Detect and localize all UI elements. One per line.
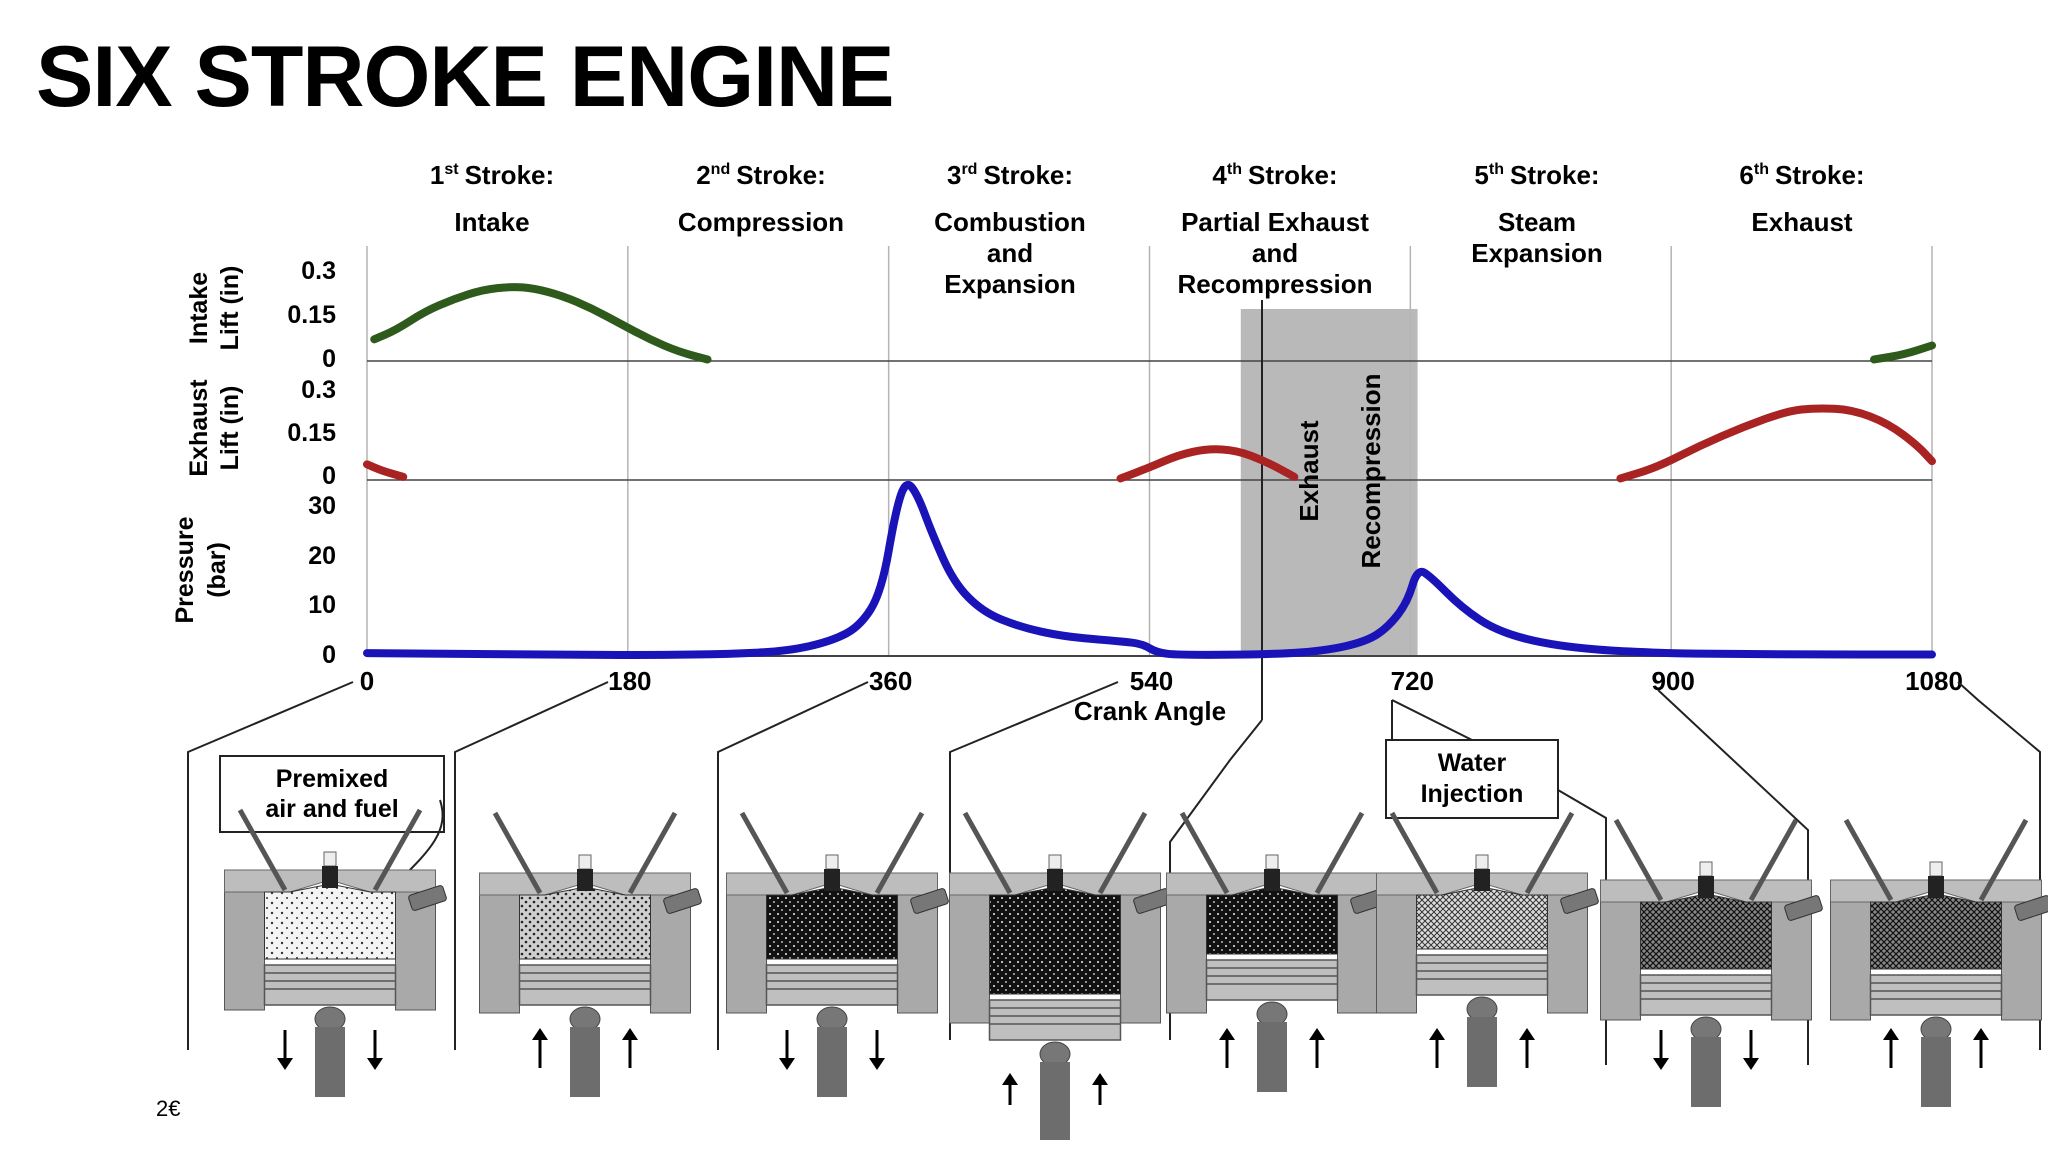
engine-cylinder-1: [224, 808, 447, 1097]
engine-cylinder-6: [1376, 811, 1599, 1087]
stroke-header-line: Partial Exhaust: [1181, 207, 1369, 237]
pressure-ytick-label: 0: [322, 641, 336, 669]
intake-curve-segment: [370, 283, 712, 364]
exhaust-curve-segment: [1116, 445, 1299, 483]
water-injection-callout: Water Injection: [1385, 739, 1559, 819]
engine-cylinder-2: [479, 811, 702, 1097]
stroke-header-line: and: [1252, 238, 1298, 268]
x-tick-label: 0: [360, 666, 374, 696]
engine-illustrations: [224, 808, 2048, 1140]
pressure-ytick-label: 30: [308, 492, 336, 520]
intake-axis-label: Lift (in): [216, 266, 244, 351]
x-axis-label: Crank Angle: [1074, 696, 1226, 726]
stroke-header-line: Intake: [454, 207, 529, 237]
pressure-ytick-label: 10: [308, 591, 336, 619]
exhaust-curve-segment: [1616, 404, 1936, 483]
x-tick-label: 180: [608, 666, 651, 696]
premixed-callout: Premixed air and fuel: [219, 755, 445, 881]
leader-line: [717, 681, 869, 1050]
engine-cylinder-5: [1166, 811, 1389, 1092]
exhaust-axis-label: Lift (in): [216, 386, 244, 471]
x-tick-label: 1080: [1905, 666, 1963, 696]
pressure-ytick-label: 20: [308, 542, 336, 570]
stroke-header-line: Expansion: [1471, 238, 1602, 268]
x-tick-label: 540: [1130, 666, 1173, 696]
leader-line: [1391, 699, 1473, 741]
x-tick-label: 900: [1651, 666, 1694, 696]
leader-line: [187, 681, 354, 1050]
exhaust-ytick-label: 0: [322, 462, 336, 490]
pressure-axis-label: Pressure: [171, 516, 199, 623]
engine-cylinder-7: [1600, 818, 1823, 1107]
water-callout-line-2: Injection: [1421, 780, 1524, 808]
engine-cylinder-3: [726, 811, 949, 1097]
slide-title: SIX STROKE ENGINE: [36, 29, 894, 125]
pressure-curve-segment: [363, 480, 1936, 660]
exhaust-ytick-label: 0.15: [287, 419, 336, 447]
stroke-header-line: Steam: [1498, 207, 1576, 237]
exhaust-recompression-band: [1240, 309, 1418, 656]
intake-axis-label: Intake: [185, 272, 213, 344]
exhaust-curve-segment: [363, 460, 408, 481]
stroke-header-line: Exhaust: [1751, 207, 1852, 237]
shade-label-exhaust: Exhaust: [1294, 420, 1324, 521]
intake-ytick-label: 0.15: [287, 301, 336, 329]
x-tick-label: 360: [869, 666, 912, 696]
exhaust-ytick-label: 0.3: [301, 376, 336, 404]
intake-curve-segment: [1870, 341, 1936, 364]
chart-grid: [366, 246, 1933, 720]
stroke-header-line: and: [987, 238, 1033, 268]
leader-line: [454, 681, 609, 1050]
chart-curves: [363, 283, 1936, 660]
x-ticks: 0 180 360 540 720 900 1080: [360, 666, 1963, 696]
shade-label-recompression: Recompression: [1356, 373, 1386, 568]
pressure-axis-label: (bar): [203, 542, 231, 598]
water-callout-line-1: Water: [1438, 749, 1507, 777]
intake-ytick-label: 0: [322, 345, 336, 373]
stroke-header-line: Compression: [678, 207, 844, 237]
page-number: 2€: [156, 1096, 181, 1121]
intake-ytick-label: 0.3: [301, 257, 336, 285]
stroke-header-line: Expansion: [944, 269, 1075, 299]
premixed-callout-line-1: Premixed: [276, 765, 389, 793]
engine-cylinder-4: [949, 811, 1172, 1140]
leader-lines: [187, 681, 2041, 1065]
stroke-header-line: Recompression: [1177, 269, 1372, 299]
exhaust-axis-label: Exhaust: [185, 379, 213, 477]
x-tick-label: 720: [1391, 666, 1434, 696]
engine-cylinder-8: [1830, 818, 2048, 1107]
premixed-callout-line-2: air and fuel: [265, 795, 398, 823]
stroke-header-line: Combustion: [934, 207, 1086, 237]
